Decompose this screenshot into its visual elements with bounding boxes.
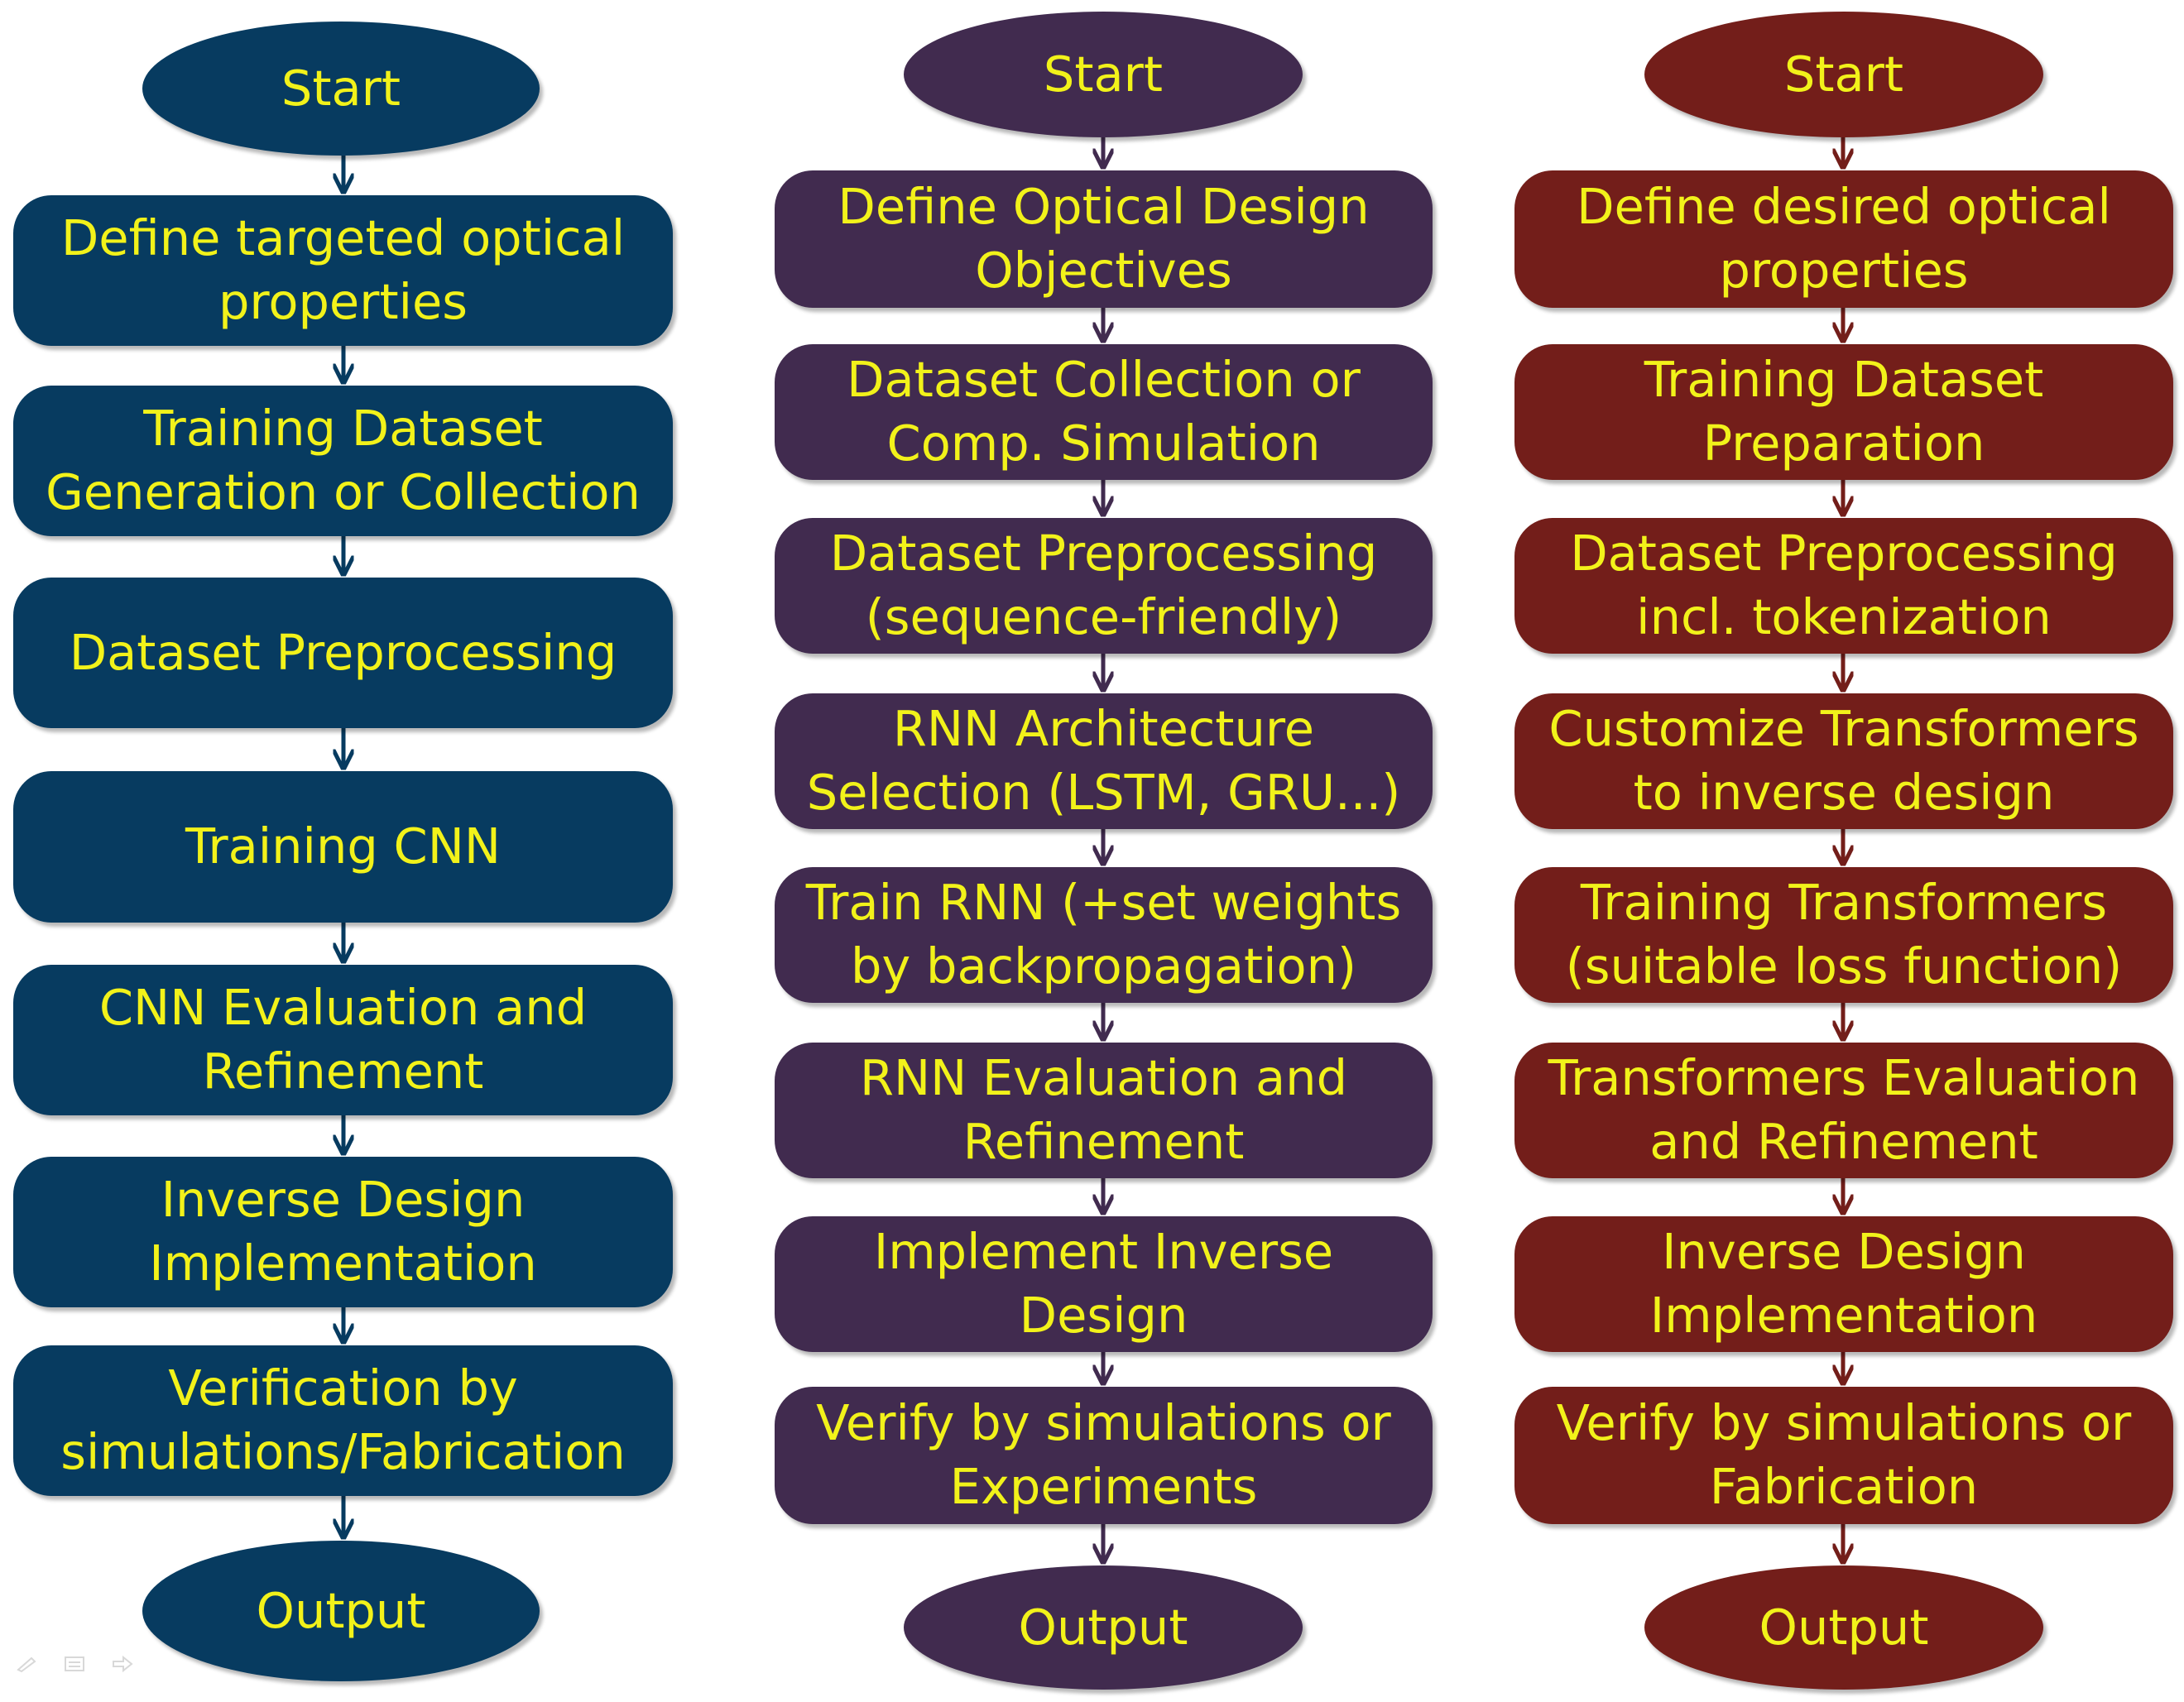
process-step: Define desired optical properties xyxy=(1514,170,2173,308)
process-step: Verification by simulations/Fabrication xyxy=(13,1345,673,1496)
slide-controls xyxy=(15,1655,134,1673)
start-label: Start xyxy=(1043,45,1164,103)
process-step: Dataset Collection or Comp. Simulation xyxy=(775,344,1433,480)
process-step: Customize Transformers to inverse design xyxy=(1514,693,2173,829)
menu-icon[interactable] xyxy=(63,1655,86,1673)
process-step: Training CNN xyxy=(13,771,673,923)
process-step: Inverse Design Implementation xyxy=(1514,1216,2173,1352)
output-terminal: Output xyxy=(1644,1565,2043,1690)
start-label: Start xyxy=(1783,45,1904,103)
output-label: Output xyxy=(1759,1598,1929,1656)
process-step: CNN Evaluation and Refinement xyxy=(13,965,673,1115)
flowchart-cnn: Start Define targeted optical properties… xyxy=(0,0,687,1702)
start-terminal: Start xyxy=(1644,12,2043,137)
flowchart-transformers: Start Define desired optical properties … xyxy=(1510,0,2173,1702)
process-step: Training Dataset Generation or Collectio… xyxy=(13,386,673,536)
start-label: Start xyxy=(281,59,401,117)
process-step: Define targeted optical properties xyxy=(13,195,673,346)
process-step: Dataset Preprocessing incl. tokenization xyxy=(1514,518,2173,654)
process-step: Training Transformers (suitable loss fun… xyxy=(1514,867,2173,1003)
output-terminal: Output xyxy=(142,1541,540,1681)
process-step: RNN Architecture Selection (LSTM, GRU...… xyxy=(775,693,1433,829)
process-step: Train RNN (+set weights by backpropagati… xyxy=(775,867,1433,1003)
process-step: Dataset Preprocessing (sequence-friendly… xyxy=(775,518,1433,654)
process-step: Transformers Evaluation and Refinement xyxy=(1514,1043,2173,1178)
output-terminal: Output xyxy=(904,1565,1303,1690)
process-step: Define Optical Design Objectives xyxy=(775,170,1433,308)
flow-arrows xyxy=(1510,137,2172,1702)
process-step: Verify by simulations or Fabrication xyxy=(1514,1387,2173,1524)
flowchart-rnn: Start Define Optical Design Objectives D… xyxy=(770,0,1433,1702)
process-step: Inverse Design Implementation xyxy=(13,1157,673,1307)
start-terminal: Start xyxy=(904,12,1303,137)
output-label: Output xyxy=(1018,1598,1188,1656)
flow-arrows xyxy=(770,137,1432,1702)
next-arrow-icon[interactable] xyxy=(111,1655,134,1673)
output-label: Output xyxy=(256,1581,426,1639)
process-step: Implement Inverse Design xyxy=(775,1216,1433,1352)
flow-arrows xyxy=(0,156,687,1702)
process-step: Dataset Preprocessing xyxy=(13,578,673,728)
process-step: RNN Evaluation and Refinement xyxy=(775,1043,1433,1178)
process-step: Verify by simulations or Experiments xyxy=(775,1387,1433,1524)
pen-icon[interactable] xyxy=(15,1655,38,1673)
process-step: Training Dataset Preparation xyxy=(1514,344,2173,480)
start-terminal: Start xyxy=(142,22,540,156)
